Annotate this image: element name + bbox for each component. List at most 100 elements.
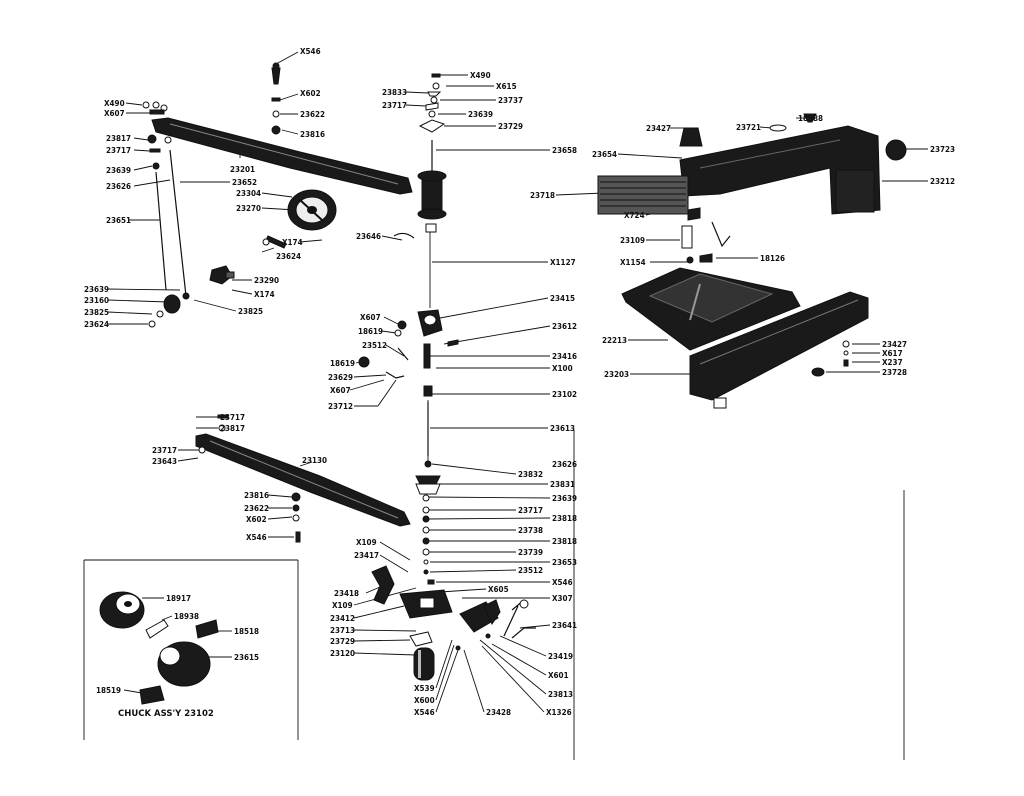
label-23658: 23658 [552, 146, 577, 155]
label-23412: 23412 [330, 614, 355, 623]
pulley-23304 [287, 189, 337, 231]
label-x615: X615 [496, 82, 517, 91]
label-23816-b: 23816 [244, 491, 269, 500]
label-23624-b: 23624 [84, 320, 109, 329]
label-23729-b: 23729 [330, 637, 355, 646]
label-x100: X100 [552, 364, 573, 373]
label-23622-b: 23622 [244, 504, 269, 513]
label-x600: X600 [414, 696, 435, 705]
label-23212: 23212 [930, 177, 955, 186]
label-23270: 23270 [236, 204, 261, 213]
leader-lines [107, 51, 928, 713]
label-18518: 18518 [234, 627, 259, 636]
label-23512-b: 23512 [518, 566, 543, 575]
label-23416: 23416 [552, 352, 577, 361]
label-23717-b: 23717 [220, 413, 245, 422]
label-23813: 23813 [548, 690, 573, 699]
label-23639-center: 23639 [468, 110, 493, 119]
label-18988: 18988 [798, 114, 823, 123]
label-x617: X617 [882, 349, 903, 358]
label-x546-c: X546 [552, 578, 573, 587]
label-x607-left: X607 [104, 109, 125, 118]
label-23739: 23739 [518, 548, 543, 557]
label-23427-b: 23427 [882, 340, 907, 349]
label-23615: 23615 [234, 653, 259, 662]
label-23639-b: 23639 [84, 285, 109, 294]
label-23831: 23831 [550, 480, 575, 489]
label-x607-center: X607 [360, 313, 381, 322]
label-23717-d: 23717 [518, 506, 543, 515]
label-23737: 23737 [498, 96, 523, 105]
label-23818-b: 23818 [552, 537, 577, 546]
label-x602-b: X602 [246, 515, 267, 524]
label-x174-b: X174 [254, 290, 275, 299]
label-23817-left: 23817 [106, 134, 131, 143]
base-23203 [689, 291, 869, 409]
label-18619-b: 18619 [330, 359, 355, 368]
label-23626-b: 23626 [552, 460, 577, 469]
label-22213: 22213 [602, 336, 627, 345]
label-23643: 23643 [152, 457, 177, 466]
label-23728: 23728 [882, 368, 907, 377]
table-22213 [621, 267, 801, 351]
label-23624-a: 23624 [276, 252, 301, 261]
label-23653: 23653 [552, 558, 577, 567]
label-x109-b: X109 [332, 601, 353, 610]
part-labels: X546 X602 23622 23816 X490 X607 23817 23… [84, 47, 955, 719]
label-23651: 23651 [106, 216, 131, 225]
label-x174-a: X174 [282, 238, 303, 247]
label-18519: 18519 [96, 686, 121, 695]
label-x546-d: X546 [414, 708, 435, 717]
label-23817-b: 23817 [220, 424, 245, 433]
label-x605: X605 [488, 585, 509, 594]
label-23654: 23654 [592, 150, 617, 159]
label-23818-a: 23818 [552, 514, 577, 523]
label-23717-center: 23717 [382, 101, 407, 110]
label-23415: 23415 [550, 294, 575, 303]
label-x602-top: X602 [300, 89, 321, 98]
label-23832: 23832 [518, 470, 543, 479]
label-18619-a: 18619 [358, 327, 383, 336]
label-23203: 23203 [604, 370, 629, 379]
label-23626-left: 23626 [106, 182, 131, 191]
label-23613: 23613 [550, 424, 575, 433]
label-18938: 18938 [174, 612, 199, 621]
rod-23651 [155, 171, 167, 291]
label-18126: 18126 [760, 254, 785, 263]
label-23629: 23629 [328, 373, 353, 382]
label-x724: X724 [624, 211, 645, 220]
label-x490-left: X490 [104, 99, 125, 108]
label-23130: 23130 [302, 456, 327, 465]
label-x601: X601 [548, 671, 569, 680]
label-23718: 23718 [530, 191, 555, 200]
motor-housing-23212 [597, 113, 907, 264]
lower-arm-23130 [195, 433, 411, 527]
label-x307: X307 [552, 594, 573, 603]
label-23825-right: 23825 [238, 307, 263, 316]
label-23102: 23102 [552, 390, 577, 399]
label-23201: 23201 [230, 165, 255, 174]
chuck-inset [83, 559, 299, 740]
label-23816-top: 23816 [300, 130, 325, 139]
upper-arm-23201 [151, 117, 413, 195]
label-23120: 23120 [330, 649, 355, 658]
label-23833: 23833 [382, 88, 407, 97]
label-x539: X539 [414, 684, 435, 693]
label-18917: 18917 [166, 594, 191, 603]
label-23612: 23612 [552, 322, 577, 331]
label-23417: 23417 [354, 551, 379, 560]
label-x607-d: X607 [330, 386, 351, 395]
label-x109-a: X109 [356, 538, 377, 547]
label-23109: 23109 [620, 236, 645, 245]
label-23304: 23304 [236, 189, 261, 198]
label-23717-left: 23717 [106, 146, 131, 155]
label-23428: 23428 [486, 708, 511, 717]
label-x237: X237 [882, 358, 903, 367]
label-23427-a: 23427 [646, 124, 671, 133]
label-23290: 23290 [254, 276, 279, 285]
label-23652: 23652 [232, 178, 257, 187]
label-23721: 23721 [736, 123, 761, 132]
label-23738: 23738 [518, 526, 543, 535]
label-23723: 23723 [930, 145, 955, 154]
lower-guide-assembly [371, 565, 536, 681]
